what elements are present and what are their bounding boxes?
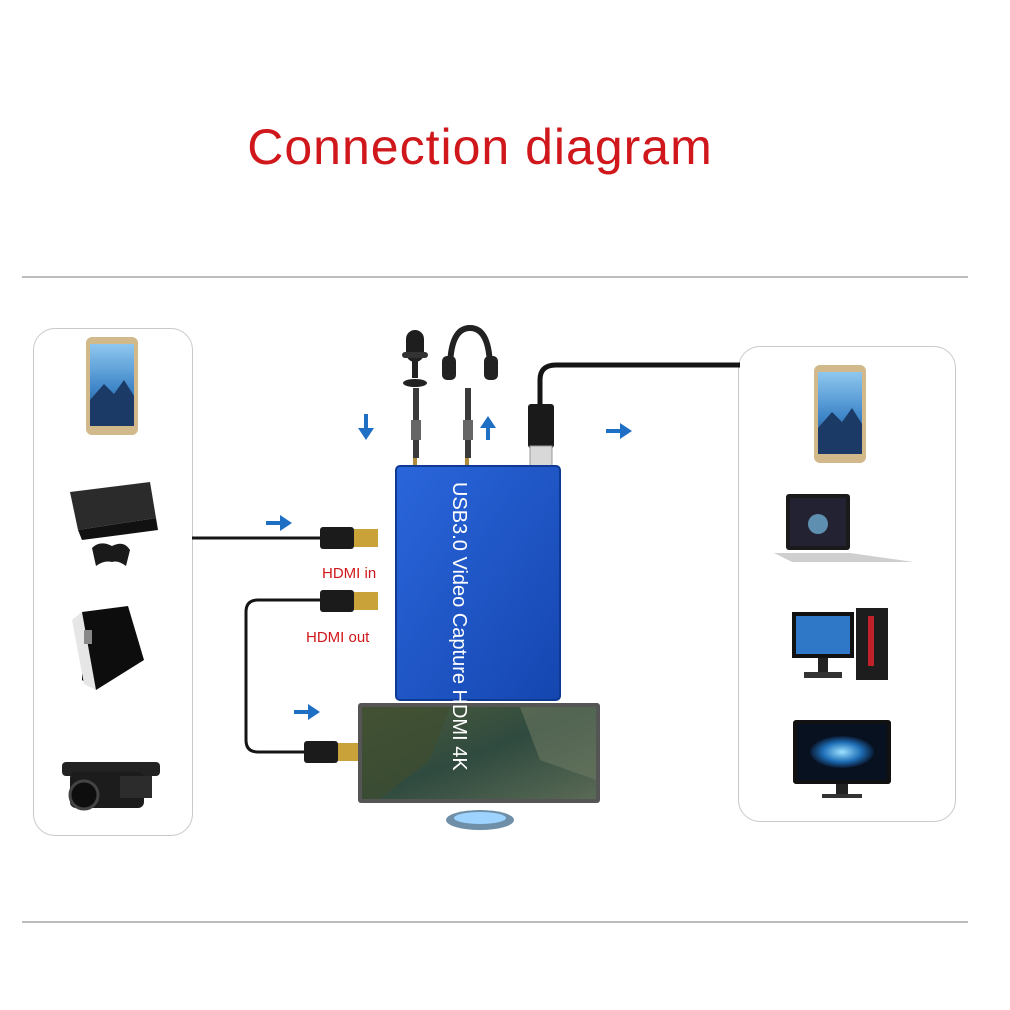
- page-title: Connection diagram: [247, 119, 713, 175]
- arrow-right-hdmi-in-icon: [266, 515, 292, 531]
- audio-jack-plugs: [411, 388, 473, 472]
- hdmi-out-label: HDMI out: [306, 629, 370, 646]
- laptop-icon: [774, 494, 914, 562]
- game-console-icon: [70, 482, 158, 566]
- flow-arrows: [266, 414, 632, 720]
- phone-icon: [86, 337, 138, 435]
- arrow-up-icon: [480, 416, 496, 440]
- arrow-right-usb-icon: [606, 423, 632, 439]
- phone-output-icon: [814, 365, 866, 463]
- desktop-pc-icon: [792, 608, 888, 680]
- arrow-right-monitor-icon: [294, 704, 320, 720]
- video-camera-icon: [62, 762, 160, 811]
- capture-device-label: USB3.0 Video Capture HDMI 4K: [448, 482, 470, 771]
- headphones-icon: [442, 324, 498, 380]
- hdmi-in-label: HDMI in: [322, 565, 377, 582]
- display-monitor-icon: [358, 703, 600, 830]
- arrow-down-icon: [358, 414, 374, 440]
- media-player-icon: [72, 606, 144, 690]
- microphone-icon: [402, 330, 428, 387]
- hdmi-in-cable: [192, 527, 378, 549]
- bottom-divider: [22, 921, 968, 923]
- usb-cable: [528, 362, 740, 473]
- monitor-output-icon: [793, 720, 891, 798]
- top-divider: [22, 276, 968, 278]
- capture-device-border: [395, 465, 561, 701]
- hdmi-out-cable: [244, 590, 378, 763]
- capture-device: [396, 466, 560, 700]
